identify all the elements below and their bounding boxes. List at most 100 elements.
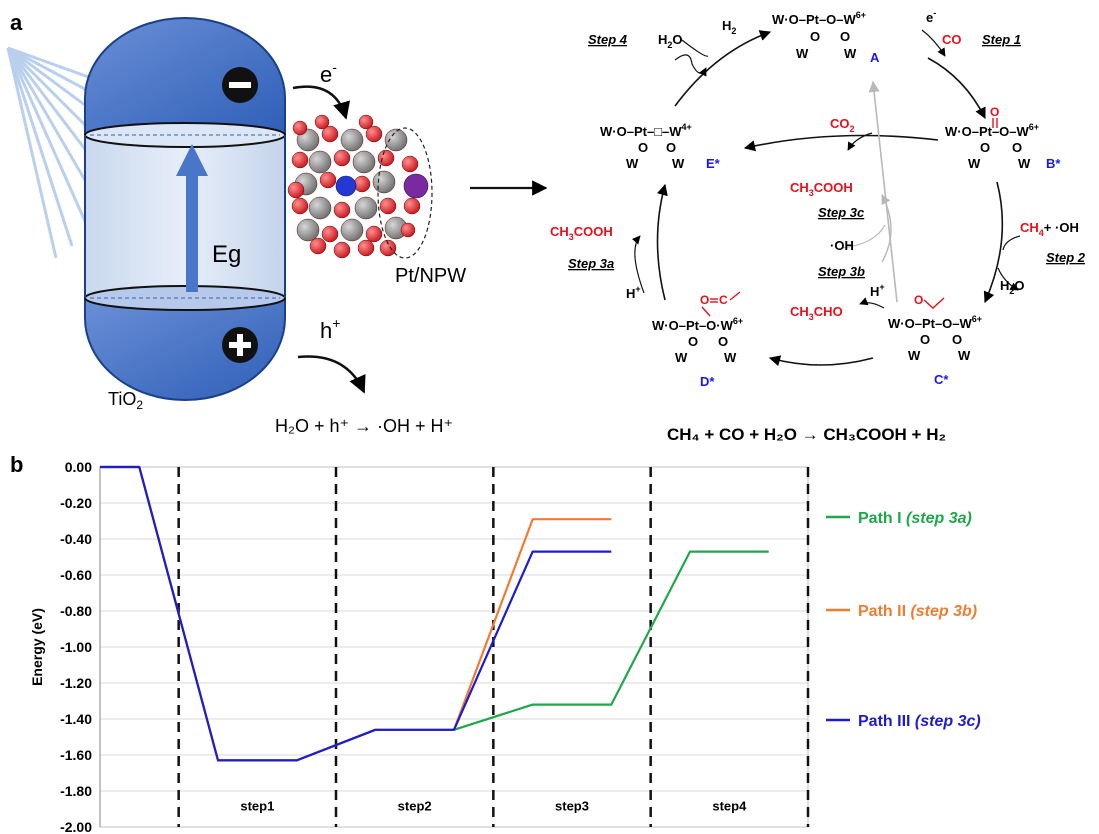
step3a-label: Step 3a [568,256,614,271]
acyl-o-d: O [700,293,709,307]
oxygen-atom [291,151,309,169]
label-a: A [870,50,880,65]
oxygen-atom [292,120,308,136]
struct-c-w2: W [958,348,971,363]
oxygen-atom [379,239,397,257]
tungsten-atom [340,128,364,152]
panel-b-label: b [10,452,23,477]
step-label: step3 [555,798,589,813]
oxygen-atom [291,197,309,215]
co-on-pt: O [990,105,999,119]
catalyst-label: Pt/NPW [395,265,466,287]
oxygen-atom [377,149,395,167]
e-minus: e- [926,8,936,25]
tungsten-atom [308,150,332,174]
struct-c: W·O–Pt–O–W6+ [888,314,982,331]
oxygen-atom [379,197,397,215]
overall-reaction: CH₄ + CO + H₂O → CH₃COOH + H₂ [667,425,946,444]
struct-d-w1: W [675,350,688,365]
oxygen-atom [365,125,383,143]
step3c-label: Step 3c [818,205,865,220]
oxygen-atom [309,237,327,255]
y-tick-label: -0.60 [60,567,92,583]
oh-3c: ·OH [830,238,854,253]
label-b: B* [1046,156,1061,171]
struct-e: W·O–Pt–□–W4+ [600,122,692,139]
y-tick-label: -0.80 [60,603,92,619]
electron-transfer-arrow [292,85,351,120]
electron-circle [222,67,258,103]
step2-label: Step 2 [1046,250,1086,265]
struct-b-o1: O [980,140,990,155]
step-label: step2 [398,798,432,813]
tungsten-atom [296,218,320,242]
struct-a-o2: O [840,29,850,44]
h2-step4: H2 [722,18,736,36]
y-tick-label: -0.40 [60,531,92,547]
struct-d-o2: O [718,334,728,349]
legend-label: Path II (step 3b) [858,603,977,620]
struct-a-w1: W [796,46,809,61]
oxygen-atom [401,155,419,173]
tio2-label: TiO2 [108,389,143,412]
oxygen-atom [321,125,339,143]
hole-circle [222,327,258,363]
ch4-oh: CH4+ ·OH [1020,220,1079,238]
oxygen-atom [400,222,416,238]
y-tick-label: -1.60 [60,747,92,763]
step4-label: Step 4 [588,32,628,47]
phosphorus-atom [335,175,357,197]
y-axis-title: Energy (eV) [29,608,45,686]
struct-c-o1: O [920,332,930,347]
oxygen-atom [287,181,305,199]
step1-label: Step 1 [982,32,1021,47]
oxygen-atom [353,175,371,193]
hole-transfer-arrow [297,355,366,394]
oxygen-atom [314,114,330,130]
y-tick-label: -1.80 [60,783,92,799]
tungsten-atom [384,128,408,152]
struct-e-w2: W [672,156,685,171]
oxygen-atom [319,171,337,189]
panel-a-label: a [10,10,23,35]
tungsten-atom [340,218,364,242]
hplus-3a: H+ [626,284,641,301]
series-line-path-i [100,465,769,762]
struct-b-w1: W [968,156,981,171]
step-label: step4 [712,798,747,813]
oxygen-atom [357,239,375,257]
tungsten-atom [308,196,332,220]
struct-e-o1: O [638,140,648,155]
platinum-atom [403,173,429,199]
hole-label: h+ [320,315,340,343]
catalytic-cycle: W·O–Pt–O–W6+ O O W W A O W·O–Pt–O–W6+ O … [550,8,1086,389]
y-tick-label: -1.40 [60,711,92,727]
hplus-3b: H+ [870,282,885,299]
y-tick-label: -1.00 [60,639,92,655]
oxygen-atom [333,149,351,167]
step3b-label: Step 3b [818,264,865,279]
ch3cooh-3c: CH3COOH [790,180,853,198]
band-gap-label: Eg [212,241,241,268]
y-tick-label: 0.00 [65,459,92,475]
struct-d: W·O–Pt–O·W6+ [652,316,743,333]
tungsten-atom [372,170,396,194]
acyl-o-c: O [914,293,923,307]
tungsten-atom [352,150,376,174]
co-species: CO [942,32,962,47]
h2o-step4: H2O [658,32,683,50]
step-label: step1 [240,798,274,813]
struct-d-w2: W [724,350,737,365]
oxygen-atom [333,201,351,219]
ch3cho-3b: CH3CHO [790,304,843,322]
series-line-path-iii [100,465,612,762]
oxygen-atom [365,225,383,243]
struct-b-w2: W [1018,156,1031,171]
legend-label: Path III (step 3c) [858,713,981,730]
tungsten-atom [354,196,378,220]
oxygen-atom [403,197,421,215]
struct-a-w2: W [844,46,857,61]
electron-label: e- [320,59,337,87]
pt-site-highlight [377,127,433,259]
